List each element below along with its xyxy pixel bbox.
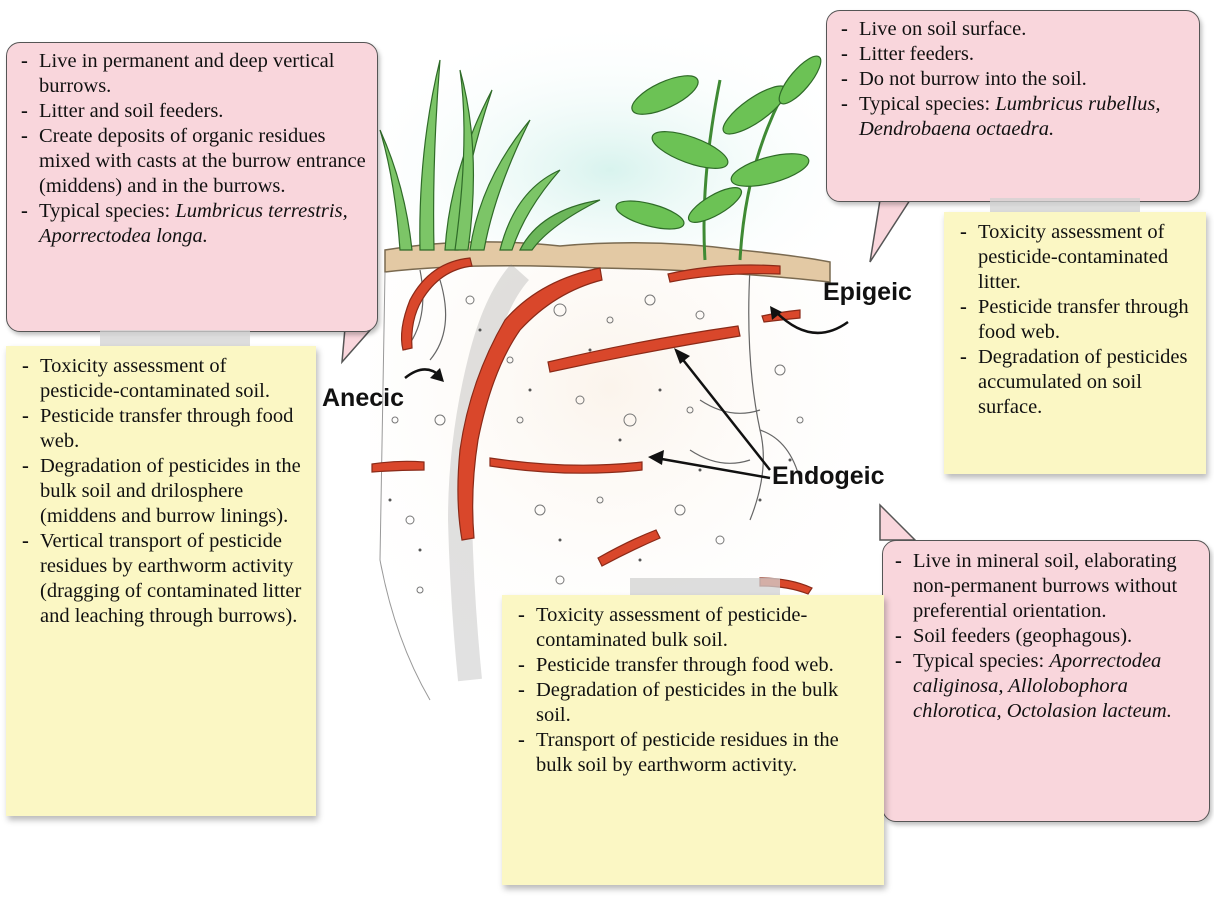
epigeic-pesticide-list: Toxicity assessment of pesticide-contami…: [956, 220, 1194, 420]
anecic-trait-1: Live in permanent and deep vertical burr…: [17, 49, 367, 99]
endogeic-callout-tail: [880, 505, 915, 540]
epigeic-label: Epigeic: [823, 278, 912, 307]
epigeic-pesticide-2: Pesticide transfer through food web.: [956, 295, 1194, 345]
endogeic-pesticide-list: Toxicity assessment of pesticide-contami…: [514, 603, 872, 778]
anecic-trait-3: Create deposits of organic residues mixe…: [17, 124, 367, 199]
epigeic-traits-callout: Live on soil surface. Litter feeders. Do…: [826, 10, 1200, 202]
anecic-species: Typical species: Lumbricus terrestris, A…: [17, 199, 367, 249]
epigeic-trait-1: Live on soil surface.: [837, 17, 1189, 42]
epigeic-pesticide-note: Toxicity assessment of pesticide-contami…: [944, 212, 1206, 474]
anecic-trait-2: Litter and soil feeders.: [17, 99, 367, 124]
endogeic-pesticide-1: Toxicity assessment of pesticide-contami…: [514, 603, 872, 653]
anecic-pesticide-3: Degradation of pesticides in the bulk so…: [18, 454, 304, 529]
anecic-callout-tail: [342, 328, 372, 362]
anecic-pesticide-1: Toxicity assessment of pesticide-contami…: [18, 354, 304, 404]
epigeic-trait-2: Litter feeders.: [837, 42, 1189, 67]
epigeic-species-prefix: Typical species:: [859, 93, 995, 115]
anecic-pesticide-list: Toxicity assessment of pesticide-contami…: [18, 354, 304, 629]
anecic-label: Anecic: [322, 384, 404, 413]
epigeic-pesticide-3: Degradation of pesticides accumulated on…: [956, 345, 1194, 420]
anecic-traits-callout: Live in permanent and deep vertical burr…: [6, 42, 378, 332]
epigeic-species: Typical species: Lumbricus rubellus, Den…: [837, 92, 1189, 142]
endogeic-trait-2: Soil feeders (geophagous).: [891, 624, 1201, 649]
endogeic-label: Endogeic: [772, 462, 885, 491]
endogeic-worm-3: [372, 461, 424, 472]
anecic-traits-list: Live in permanent and deep vertical burr…: [17, 49, 367, 249]
endogeic-traits-callout: Live in mineral soil, elaborating non-pe…: [882, 540, 1210, 822]
endogeic-traits-list: Live in mineral soil, elaborating non-pe…: [891, 549, 1201, 724]
endogeic-pesticide-3: Degradation of pesticides in the bulk so…: [514, 678, 872, 728]
anecic-pesticide-2: Pesticide transfer through food web.: [18, 404, 304, 454]
epigeic-pesticide-1: Toxicity assessment of pesticide-contami…: [956, 220, 1194, 295]
endogeic-pesticide-2: Pesticide transfer through food web.: [514, 653, 872, 678]
endogeic-trait-1: Live in mineral soil, elaborating non-pe…: [891, 549, 1201, 624]
anecic-pesticide-4: Vertical transport of pesticide residues…: [18, 529, 304, 629]
endogeic-species-prefix: Typical species:: [913, 650, 1049, 672]
endogeic-pesticide-note: Toxicity assessment of pesticide-contami…: [502, 595, 884, 885]
anecic-species-prefix: Typical species:: [39, 200, 175, 222]
epigeic-callout-tail: [870, 200, 910, 262]
epigeic-traits-list: Live on soil surface. Litter feeders. Do…: [837, 17, 1189, 142]
epigeic-trait-3: Do not burrow into the soil.: [837, 67, 1189, 92]
endogeic-species: Typical species: Aporrectodea caliginosa…: [891, 649, 1201, 724]
endogeic-pesticide-4: Transport of pesticide residues in the b…: [514, 728, 872, 778]
anecic-pesticide-note: Toxicity assessment of pesticide-contami…: [6, 346, 316, 816]
